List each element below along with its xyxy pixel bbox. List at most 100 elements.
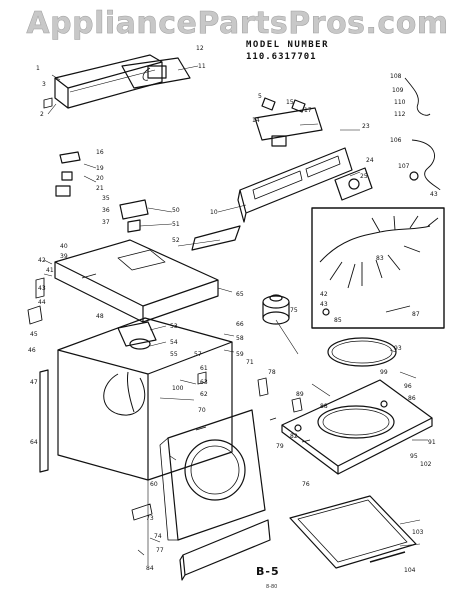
console-end-cap <box>334 167 373 201</box>
callout-3: 3 <box>42 81 46 88</box>
callout-48: 48 <box>96 313 104 320</box>
callout-84: 84 <box>146 565 154 572</box>
callout-46: 46 <box>28 347 36 354</box>
callout-20: 20 <box>96 175 104 182</box>
callout-57: 57 <box>194 351 202 358</box>
callout-53: 53 <box>170 323 178 330</box>
kickplate <box>179 519 271 581</box>
leader-lines <box>43 65 428 556</box>
callout-43c: 43 <box>320 301 328 308</box>
callout-36: 36 <box>102 207 110 214</box>
callout-43: 43 <box>38 285 46 292</box>
callout-58: 58 <box>236 335 244 342</box>
top-cover <box>54 239 219 323</box>
access-panel <box>289 495 417 569</box>
page-reference: B-5 <box>256 565 280 578</box>
callout-71: 71 <box>246 359 254 366</box>
callout-95: 95 <box>410 453 418 460</box>
callout-100: 100 <box>172 385 184 392</box>
callout-39: 39 <box>60 253 68 260</box>
hinge-bracket <box>191 225 241 251</box>
callout-45: 45 <box>30 331 38 338</box>
hose-loop <box>103 371 146 416</box>
callout-88: 88 <box>320 403 328 410</box>
callout-42: 42 <box>38 257 46 264</box>
callout-60: 60 <box>150 481 158 488</box>
callout-55: 55 <box>170 351 178 358</box>
callout-75: 75 <box>290 307 298 314</box>
part-callout-numbers: 12 11 1 3 2 5 15 17 14 23 24 25 10 16 19… <box>28 45 438 574</box>
callout-59: 59 <box>236 351 244 358</box>
callout-11: 11 <box>198 63 206 70</box>
callout-47: 47 <box>30 379 38 386</box>
callout-76: 76 <box>302 481 310 488</box>
control-bracket <box>121 57 191 89</box>
callout-74: 74 <box>154 533 162 540</box>
callout-91: 91 <box>428 439 436 446</box>
callout-83: 83 <box>376 255 384 262</box>
callout-61: 61 <box>200 365 208 372</box>
callout-70: 70 <box>198 407 206 414</box>
watermark: AppliancePartsPros.com <box>26 6 449 42</box>
callout-102: 102 <box>420 461 432 468</box>
drive-belt <box>327 337 397 367</box>
callout-77: 77 <box>156 547 164 554</box>
callout-10: 10 <box>210 209 218 216</box>
callout-64: 64 <box>30 439 38 446</box>
callout-106: 106 <box>390 137 402 144</box>
callout-12: 12 <box>196 45 204 52</box>
callout-23: 23 <box>362 123 370 130</box>
timer-bracket <box>254 97 323 147</box>
callout-37: 37 <box>102 219 110 226</box>
callout-51: 51 <box>172 221 180 228</box>
callout-73: 73 <box>146 515 154 522</box>
callout-103: 103 <box>412 529 424 536</box>
power-cord <box>404 77 441 191</box>
model-number-value: 110.6317701 <box>246 52 317 62</box>
callout-44: 44 <box>38 299 46 306</box>
rear-bulkhead <box>281 379 433 475</box>
callout-14: 14 <box>252 117 260 124</box>
callout-24: 24 <box>366 157 374 164</box>
callout-1: 1 <box>36 65 40 72</box>
callout-52: 52 <box>172 237 180 244</box>
callout-96: 96 <box>404 383 412 390</box>
callout-17: 17 <box>304 107 312 114</box>
callout-16: 16 <box>96 149 104 156</box>
page-note: 8-80 <box>266 584 278 590</box>
callout-87: 87 <box>412 311 420 318</box>
callout-65: 65 <box>236 291 244 298</box>
model-number-label: MODEL NUMBER <box>246 40 330 50</box>
bearing-assembly <box>262 294 290 325</box>
callout-107: 107 <box>398 163 410 170</box>
callout-86: 86 <box>408 395 416 402</box>
callout-63: 63 <box>200 379 208 386</box>
callout-40: 40 <box>60 243 68 250</box>
callout-85: 85 <box>334 317 342 324</box>
wire-harness-inset <box>311 207 445 329</box>
callout-66: 66 <box>236 321 244 328</box>
callout-89: 89 <box>296 391 304 398</box>
callout-50: 50 <box>172 207 180 214</box>
callout-41: 41 <box>46 267 54 274</box>
callout-110: 110 <box>394 99 406 106</box>
callout-78: 78 <box>268 369 276 376</box>
console-top-bar <box>54 54 163 109</box>
callout-112: 112 <box>394 111 406 118</box>
misc-hardware <box>27 97 311 521</box>
callout-108: 108 <box>390 73 402 80</box>
console-panel <box>237 147 353 223</box>
callout-5: 5 <box>258 93 262 100</box>
callout-35: 35 <box>102 195 110 202</box>
callout-43b: 43 <box>430 191 438 198</box>
front-panel <box>159 409 266 541</box>
callout-82: 82 <box>290 433 298 440</box>
callout-15: 15 <box>286 99 294 106</box>
small-parts-left <box>55 151 149 233</box>
callout-2: 2 <box>40 111 44 118</box>
callout-99: 99 <box>380 369 388 376</box>
callout-42b: 42 <box>320 291 328 298</box>
callout-25: 25 <box>360 173 368 180</box>
